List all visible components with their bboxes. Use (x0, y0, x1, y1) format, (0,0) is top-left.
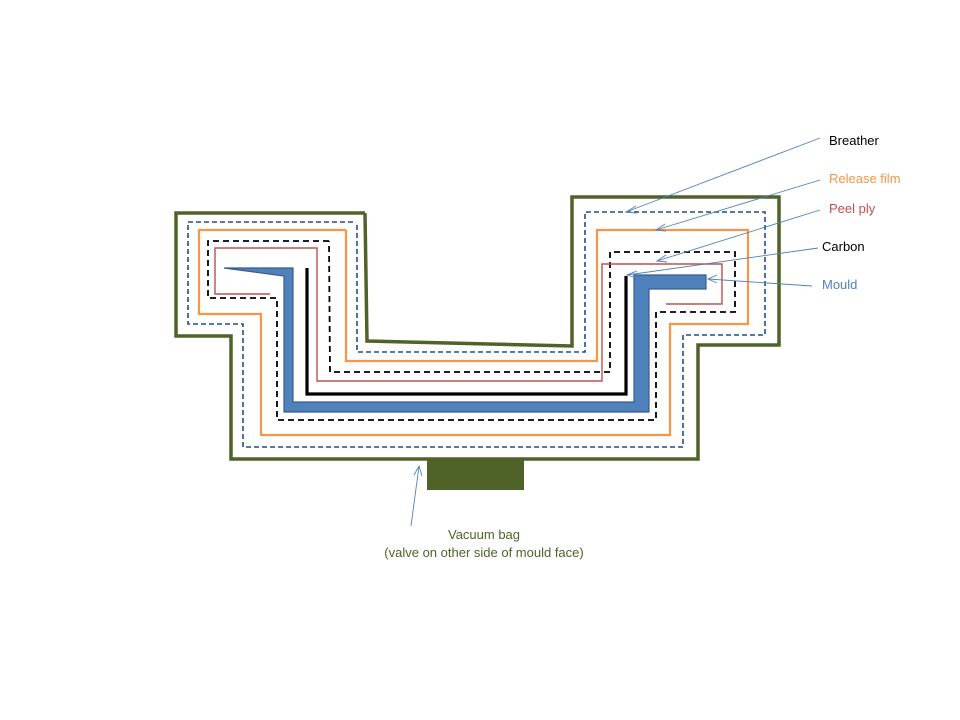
label-vacuum-bag: Vacuum bag (448, 527, 520, 542)
carbon-layer (305, 268, 628, 396)
breather-leader-line (625, 137, 821, 213)
release-film-leader-arrow (654, 223, 667, 232)
breather-leader-arrow (624, 205, 638, 214)
vacuum-valve-block (427, 459, 524, 490)
leader-lines (410, 137, 821, 527)
peel-ply-dashed-layer (207, 240, 736, 421)
vacuum-bag-leader-arrow (413, 464, 423, 477)
carbon-leader-arrow (625, 270, 638, 279)
peel-ply-leader-line (656, 209, 821, 262)
label-mould: Mould (822, 277, 857, 292)
vacuum-bag-layer (174, 195, 781, 461)
peel-ply-layer (214, 247, 723, 382)
peel-ply-leader-arrow (655, 254, 668, 263)
label-vacuum-bag-note: (valve on other side of mould face) (384, 545, 583, 560)
mould-leader-arrow (706, 274, 718, 284)
carbon-leader-line (626, 247, 819, 276)
release-film-layer (197, 228, 750, 437)
label-breather: Breather (829, 133, 880, 148)
label-peel-ply: Peel ply (829, 201, 876, 216)
mould-leader-line (707, 278, 813, 287)
vacuum-bag-leader-line (410, 465, 420, 527)
label-carbon: Carbon (822, 239, 865, 254)
breather-layer (187, 211, 766, 448)
release-film-leader-line (655, 179, 821, 231)
label-release-film: Release film (829, 171, 901, 186)
mould-part (223, 267, 707, 413)
